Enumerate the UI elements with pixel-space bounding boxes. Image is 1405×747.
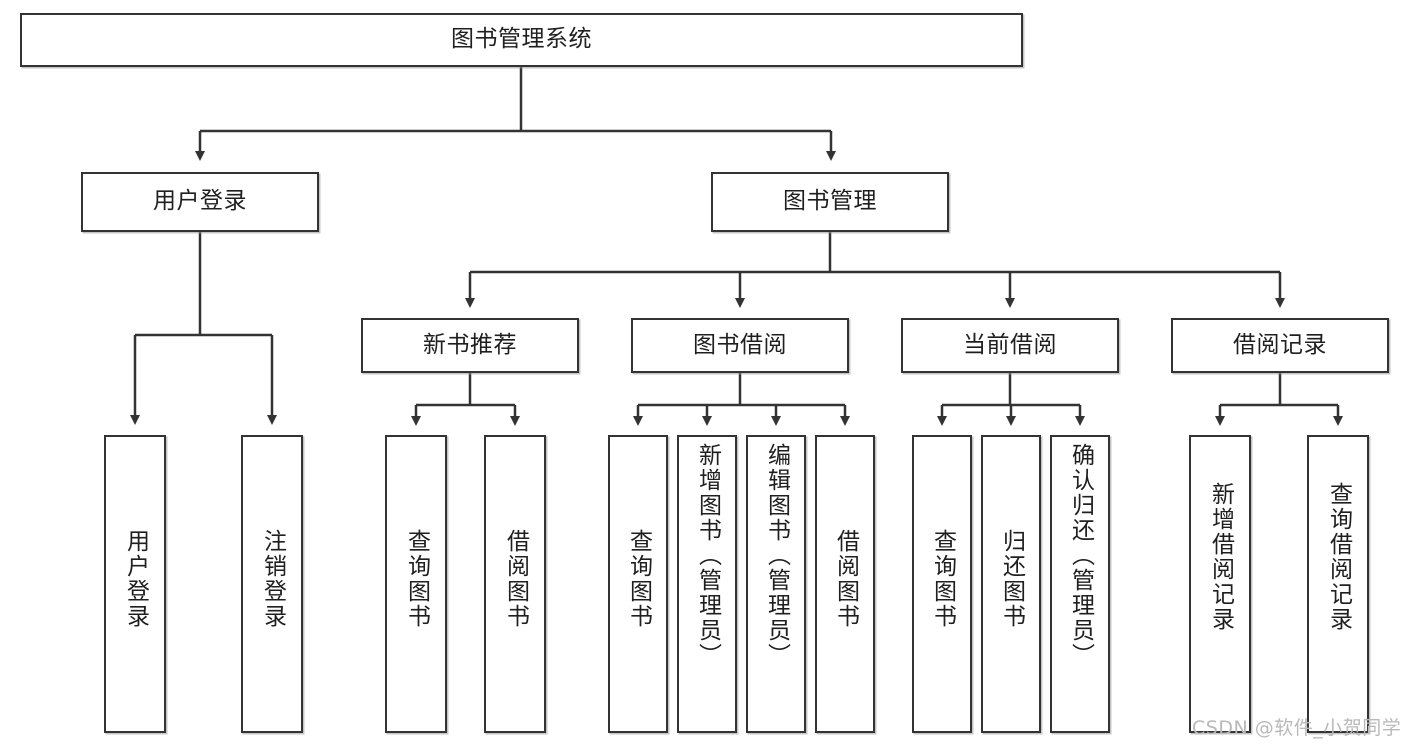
leaf-query-book-new-label: 查询图书 <box>403 529 430 629</box>
leaf-user-login[interactable]: 用户登录 <box>104 435 166 733</box>
leaf-borrow-book[interactable]: 借阅图书 <box>815 435 875 733</box>
leaf-logout-login[interactable]: 注销登录 <box>241 435 303 733</box>
leaf-query-book-new[interactable]: 查询图书 <box>385 435 447 733</box>
leaf-borrow-book-new-label: 借阅图书 <box>502 529 529 629</box>
node-new-book-recommend-label: 新书推荐 <box>423 331 517 358</box>
leaf-query-book-current[interactable]: 查询图书 <box>912 435 972 733</box>
csdn-watermark: CSDN @软件_小贺同学 <box>1192 717 1402 739</box>
node-current-borrow[interactable]: 当前借阅 <box>901 318 1119 373</box>
leaf-logout-login-label: 注销登录 <box>259 529 286 629</box>
node-borrow-record-label: 借阅记录 <box>1233 331 1327 358</box>
node-book-borrow[interactable]: 图书借阅 <box>631 318 849 373</box>
node-user-login[interactable]: 用户登录 <box>81 172 319 232</box>
node-current-borrow-label: 当前借阅 <box>963 331 1057 358</box>
node-new-book-recommend[interactable]: 新书推荐 <box>361 318 579 373</box>
node-user-login-label: 用户登录 <box>153 188 247 215</box>
leaf-return-book-label: 归还图书 <box>998 529 1025 629</box>
node-root-label: 图书管理系统 <box>451 26 592 53</box>
leaf-query-borrow-record[interactable]: 查询借阅记录 <box>1307 435 1369 733</box>
node-borrow-record[interactable]: 借阅记录 <box>1171 318 1389 373</box>
leaf-query-book-borrow-label: 查询图书 <box>625 529 652 629</box>
leaf-add-borrow-record[interactable]: 新增借阅记录 <box>1189 435 1251 733</box>
leaf-return-book[interactable]: 归还图书 <box>981 435 1041 733</box>
leaf-edit-book-admin-label: 编辑图书（管理员） <box>763 443 790 668</box>
leaf-query-book-borrow[interactable]: 查询图书 <box>608 435 668 733</box>
node-book-management-label: 图书管理 <box>783 188 877 215</box>
leaf-add-book-admin-label: 新增图书（管理员） <box>694 443 721 668</box>
leaf-add-borrow-record-label: 新增借阅记录 <box>1207 482 1234 632</box>
leaf-confirm-return-admin-label: 确认归还（管理员） <box>1067 443 1094 668</box>
leaf-edit-book-admin[interactable]: 编辑图书（管理员） <box>746 435 806 733</box>
leaf-add-book-admin[interactable]: 新增图书（管理员） <box>677 435 737 733</box>
leaf-confirm-return-admin[interactable]: 确认归还（管理员） <box>1050 435 1110 733</box>
leaf-user-login-label: 用户登录 <box>122 529 149 629</box>
node-root[interactable]: 图书管理系统 <box>20 13 1023 67</box>
leaf-query-borrow-record-label: 查询借阅记录 <box>1325 482 1352 632</box>
node-book-borrow-label: 图书借阅 <box>693 331 787 358</box>
leaf-query-book-current-label: 查询图书 <box>929 529 956 629</box>
leaf-borrow-book-label: 借阅图书 <box>832 529 859 629</box>
leaf-borrow-book-new[interactable]: 借阅图书 <box>484 435 546 733</box>
node-book-management[interactable]: 图书管理 <box>711 172 949 232</box>
